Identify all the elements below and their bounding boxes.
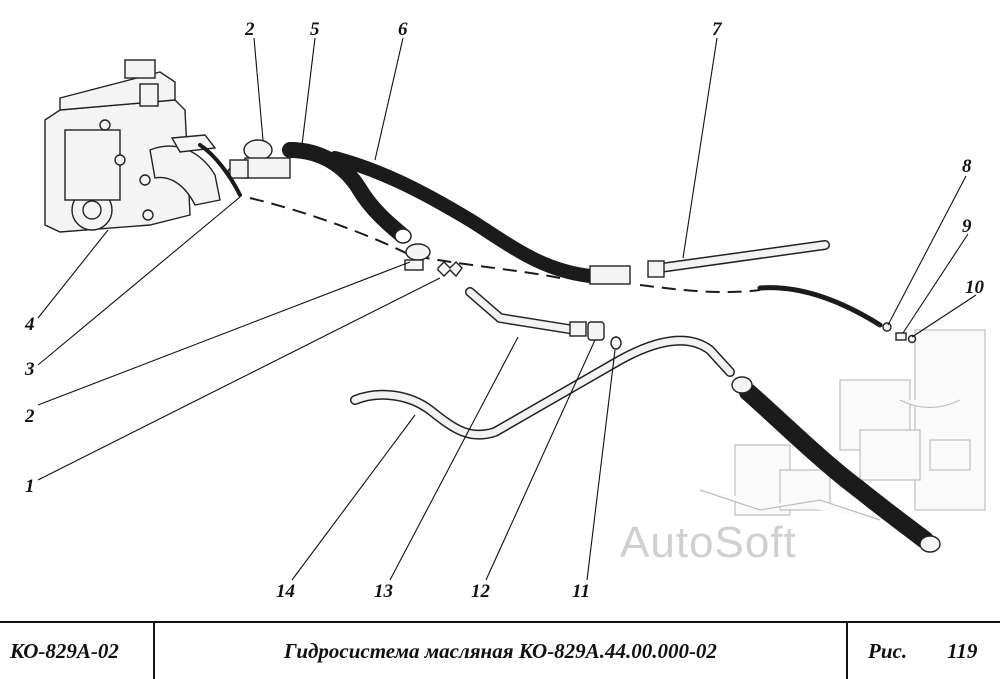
nut-12 <box>587 321 605 341</box>
dashed-line-upper <box>249 197 561 279</box>
ring-11 <box>610 336 622 350</box>
callout-10: 10 <box>965 277 985 298</box>
tube-7 <box>647 240 830 278</box>
hose-5-end <box>394 228 412 244</box>
figure-reference: Рис. 119 <box>848 623 1000 679</box>
dashed-line-lower <box>639 284 761 294</box>
callout-8: 8 <box>962 156 972 177</box>
watermark: AutoSoft <box>620 518 797 567</box>
callout-1: 1 <box>25 476 35 497</box>
callout-5: 5 <box>310 19 320 40</box>
callout-13: 13 <box>374 581 393 602</box>
hose-6 <box>328 151 597 283</box>
clamp-lower-right-b <box>919 535 941 553</box>
leader-lines <box>37 37 977 581</box>
figure-number: 119 <box>947 638 978 663</box>
pipe-14 <box>350 335 735 440</box>
callout-14: 14 <box>276 581 295 602</box>
drawing-title: Гидросистема масляная КО-829А.44.00.000-… <box>155 623 848 679</box>
callout-7: 7 <box>712 19 723 40</box>
callout-11: 11 <box>572 581 590 602</box>
callout-12: 12 <box>471 581 491 602</box>
background-machinery <box>699 329 986 521</box>
fittings-8-9-10 <box>882 322 917 344</box>
model-code: КО-829А-02 <box>0 623 155 679</box>
callout-2-bottom: 2 <box>24 406 35 427</box>
hose-5 <box>282 142 410 243</box>
spring-1 <box>437 261 463 278</box>
callout-2-top: 2 <box>244 19 255 40</box>
clamp-top <box>229 139 291 179</box>
exploded-parts-drawing: 2 5 6 7 8 9 10 4 3 2 1 14 13 12 11 <box>24 19 986 602</box>
hose-lower-right <box>739 383 934 549</box>
figure-label: Рис. <box>868 638 908 663</box>
hose-right <box>757 285 883 328</box>
clamp-lower <box>404 243 431 271</box>
fitting-13 <box>465 287 587 337</box>
hose-6-fitting <box>589 265 631 285</box>
clamp-lower-right-a <box>731 376 753 394</box>
callout-6: 6 <box>398 19 408 40</box>
title-block: КО-829А-02 Гидросистема масляная КО-829А… <box>0 621 1000 679</box>
callout-4: 4 <box>24 314 35 335</box>
callout-3: 3 <box>24 359 35 380</box>
hose-3 <box>198 143 242 197</box>
callout-9: 9 <box>962 216 972 237</box>
pump-gearbox <box>44 59 237 233</box>
